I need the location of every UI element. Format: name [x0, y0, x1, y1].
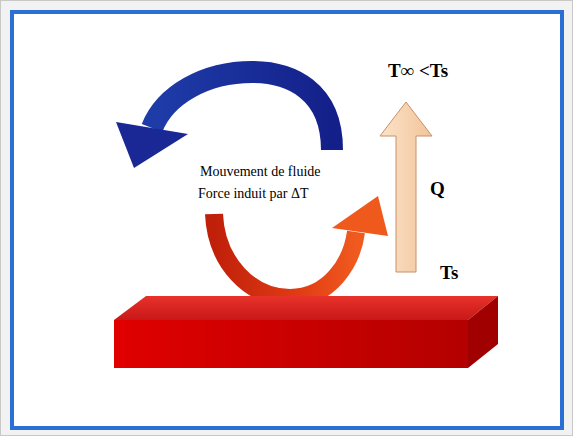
hot-plate-front: [114, 320, 468, 368]
cold-flow-arrowhead: [116, 122, 188, 168]
surface-temperature-label: Ts: [440, 262, 458, 284]
ambient-temperature-label: T∞ <Ts: [388, 60, 448, 82]
heat-flux-label: Q: [430, 178, 445, 200]
panel-border: [12, 12, 562, 428]
hot-plate-top: [114, 296, 498, 320]
hot-plate-side: [468, 296, 498, 368]
warm-flow-arrowhead: [332, 196, 388, 236]
heat-flux-arrow: [380, 102, 432, 272]
driving-force-label: Force induit par ΔT: [198, 186, 308, 202]
fluid-motion-label: Mouvement de fluide: [200, 164, 321, 180]
